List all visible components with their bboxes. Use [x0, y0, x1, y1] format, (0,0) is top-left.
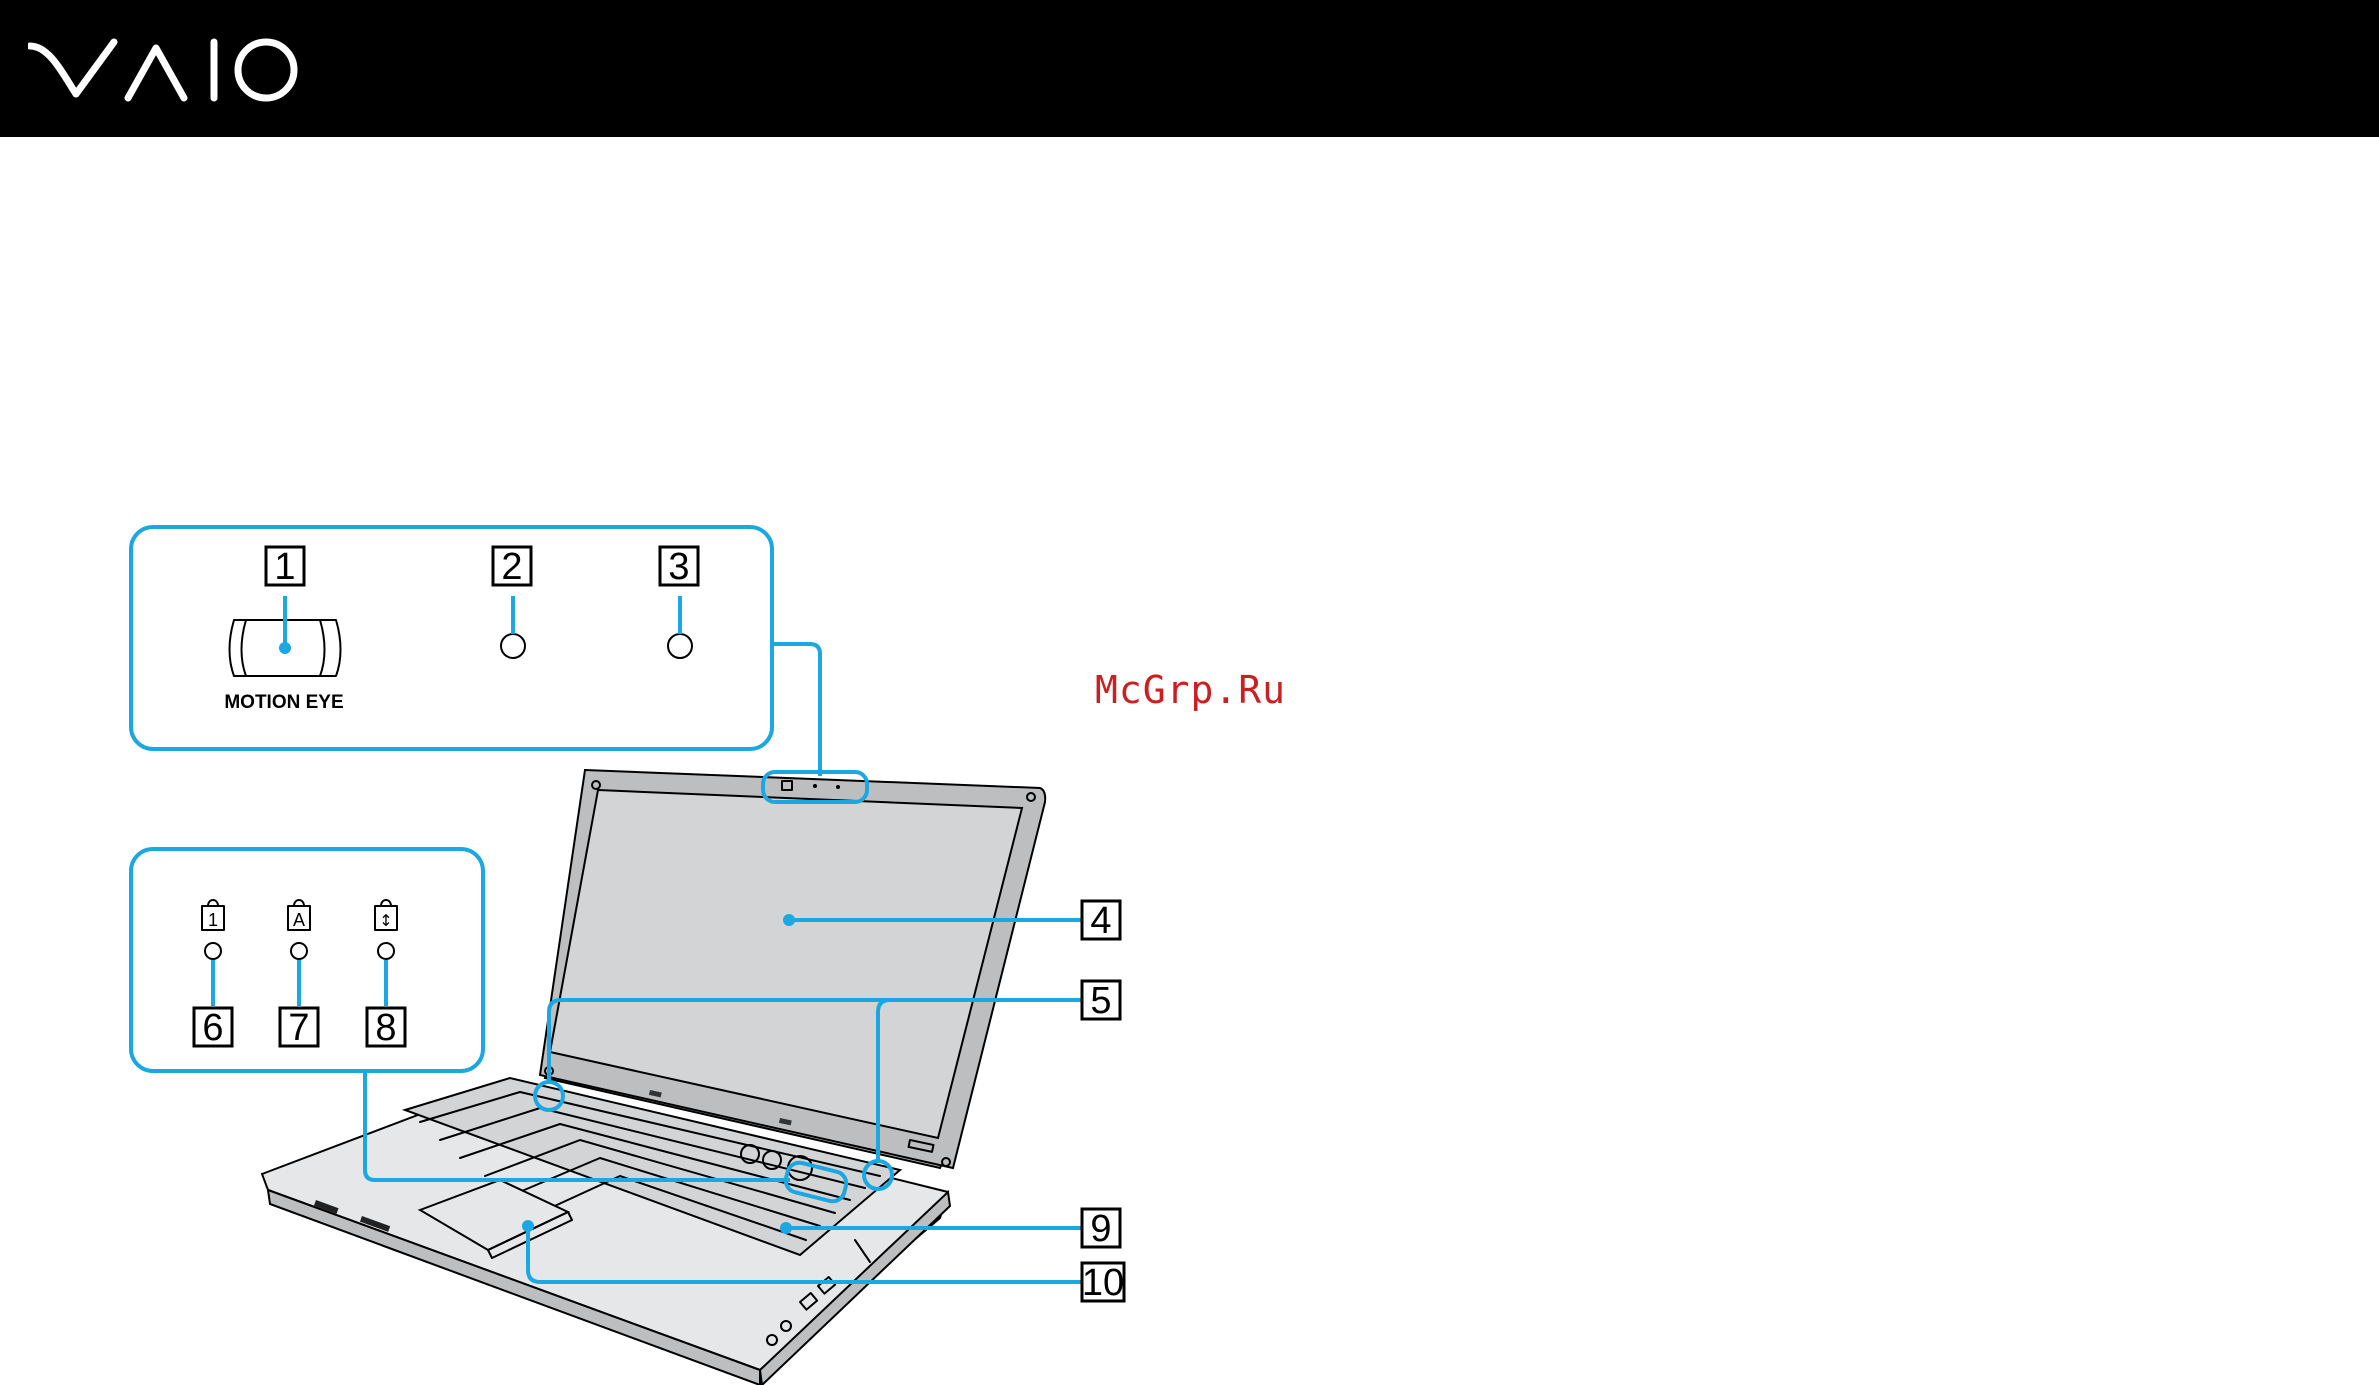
callout-5: 5 — [1090, 980, 1111, 1022]
callout-9: 9 — [1090, 1208, 1111, 1250]
callout-1: 1 — [274, 546, 295, 588]
microphone-right-icon — [668, 596, 692, 658]
motion-eye-camera-icon — [230, 596, 341, 676]
camera-callout: MOTION EYE 1 2 3 — [131, 527, 867, 802]
svg-text:A: A — [293, 910, 305, 930]
svg-text:↕: ↕ — [379, 911, 392, 930]
microphone-left-icon — [501, 596, 525, 658]
callout-8: 8 — [375, 1007, 396, 1049]
caps-lock-icon: A — [288, 900, 310, 959]
callout-10: 10 — [1082, 1262, 1124, 1304]
laptop-illustration — [262, 770, 1045, 1385]
callout-4: 4 — [1090, 900, 1111, 942]
callout-2: 2 — [501, 546, 522, 588]
svg-text:1: 1 — [208, 910, 218, 930]
callout-7: 7 — [288, 1007, 309, 1049]
num-lock-icon: 1 — [202, 900, 224, 959]
scroll-lock-icon: ↕ — [375, 900, 397, 959]
callout-3: 3 — [668, 546, 689, 588]
callout-6: 6 — [202, 1007, 223, 1049]
motion-eye-label: MOTION EYE — [224, 692, 343, 713]
